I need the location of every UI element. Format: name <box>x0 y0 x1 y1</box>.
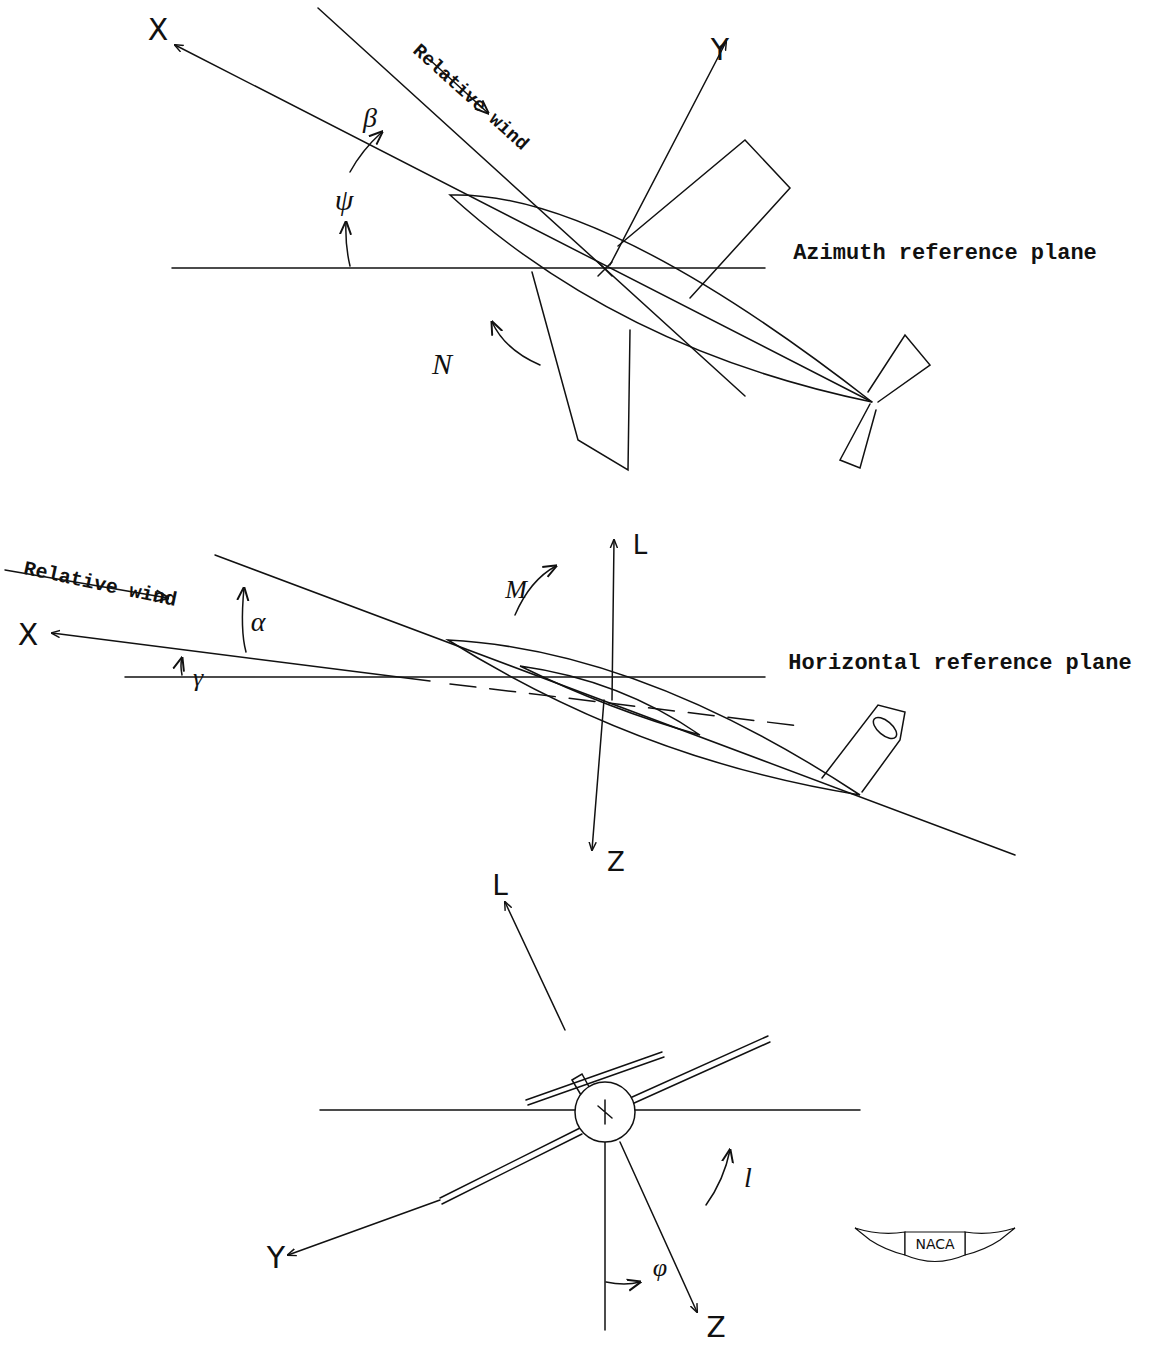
angle-symbol: γ <box>193 665 203 691</box>
wing <box>618 140 790 298</box>
wing <box>440 1128 582 1204</box>
fuselage-section <box>575 1082 635 1142</box>
moment-symbol: l <box>744 1164 752 1192</box>
tail <box>868 335 930 402</box>
x-axis-dashed <box>450 684 800 726</box>
top-view <box>172 8 930 470</box>
axis-letter: X <box>18 620 39 650</box>
lift-axis <box>612 540 614 700</box>
horizontal-reference-line <box>125 676 765 678</box>
axis-letter: Z <box>706 1314 725 1342</box>
horizontal-line <box>635 1109 860 1111</box>
body-line <box>215 555 1015 855</box>
horizontal-line <box>320 1109 575 1111</box>
relative-wind-line <box>318 8 745 396</box>
angle-symbol: α <box>251 608 266 636</box>
naca-logo <box>855 1228 1015 1262</box>
x-axis <box>175 45 872 402</box>
y-axis <box>288 1200 440 1255</box>
tail <box>840 404 876 468</box>
z-axis <box>592 700 604 850</box>
front-view <box>288 902 860 1330</box>
vertical-line <box>604 1142 606 1330</box>
lift-axis <box>505 902 565 1030</box>
wing <box>532 272 630 470</box>
phi-arc <box>606 1282 640 1284</box>
wing <box>520 666 700 735</box>
axis-letter: Z <box>607 849 625 875</box>
center-mark <box>598 1100 612 1124</box>
elevator <box>870 714 900 743</box>
reference-plane-label: Azimuth reference plane <box>793 243 1097 265</box>
reference-plane-label: Horizontal reference plane <box>788 653 1131 675</box>
side-view <box>5 540 1015 855</box>
fuselage <box>450 195 872 402</box>
axis-letter: Y <box>267 1243 285 1273</box>
x-axis <box>52 633 430 681</box>
alpha-arc <box>242 588 246 652</box>
axis-letter: X <box>148 15 169 45</box>
angle-symbol: β <box>363 104 377 132</box>
wing <box>630 1036 770 1104</box>
beta-arc <box>350 132 382 172</box>
axis-letter: Y <box>711 35 729 65</box>
wind-label: Relative wind <box>22 559 179 611</box>
center-mark <box>598 262 612 276</box>
angle-symbol: φ <box>653 1255 667 1281</box>
psi-arc <box>346 222 350 266</box>
axis-letter: L <box>492 872 508 900</box>
wind-label: Relative wind <box>409 41 532 154</box>
logo-text: NACA <box>915 1237 954 1251</box>
y-axis <box>610 42 726 265</box>
moment-symbol: N <box>432 349 452 379</box>
z-axis <box>620 1142 697 1312</box>
moment-arrow <box>492 322 540 365</box>
angle-symbol: ψ <box>335 185 354 215</box>
roll-arrow <box>706 1150 730 1205</box>
axis-letter: L <box>633 532 648 558</box>
tail-fin <box>822 705 905 792</box>
moment-symbol: M <box>505 577 527 603</box>
gamma-arc <box>181 658 182 675</box>
